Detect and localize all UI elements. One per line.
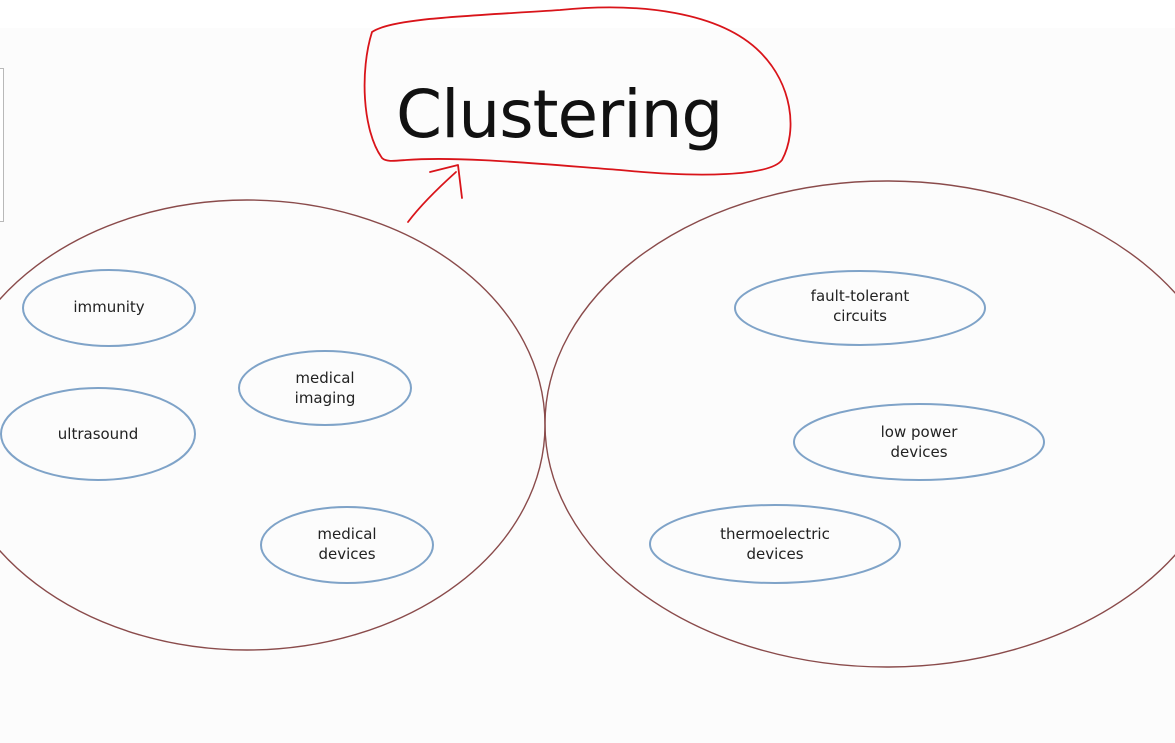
node-label-low-power-devices: low power devices bbox=[881, 422, 958, 462]
node-label-line2: imaging bbox=[294, 389, 356, 407]
title-annotation-loop bbox=[363, 6, 792, 176]
node-label-line1: ultrasound bbox=[57, 425, 139, 443]
node-label-ultrasound: ultrasound bbox=[58, 424, 138, 444]
node-label-medical-devices: medical devices bbox=[317, 524, 376, 564]
node-label-thermoelectric-devices: thermoelectric devices bbox=[720, 524, 830, 564]
node-label-line2: devices bbox=[746, 545, 804, 563]
node-label-line1: thermoelectric bbox=[720, 525, 830, 543]
node-label-line1: fault-tolerant bbox=[810, 287, 910, 305]
node-medical-devices bbox=[260, 506, 434, 584]
node-medical-imaging bbox=[238, 350, 412, 426]
side-panel bbox=[0, 68, 4, 222]
node-label-line2: devices bbox=[318, 545, 376, 563]
node-low-power-devices bbox=[793, 403, 1045, 481]
node-ultrasound bbox=[0, 387, 196, 481]
node-label-line1: low power bbox=[880, 423, 958, 441]
node-label-line1: medical bbox=[295, 369, 355, 387]
title-annotation-arrow bbox=[407, 164, 463, 223]
node-label-line1: medical bbox=[317, 525, 377, 543]
node-label-medical-imaging: medical imaging bbox=[295, 368, 356, 408]
node-fault-tolerant-circuits bbox=[734, 270, 986, 346]
node-label-immunity: immunity bbox=[73, 297, 144, 317]
diagram-title: Clustering bbox=[396, 76, 723, 153]
node-thermoelectric-devices bbox=[649, 504, 901, 584]
node-label-line2: circuits bbox=[833, 307, 887, 325]
top-band bbox=[0, 0, 1175, 28]
node-label-line1: immunity bbox=[73, 298, 145, 316]
node-label-line2: devices bbox=[890, 443, 948, 461]
cluster-right bbox=[544, 180, 1175, 668]
node-immunity bbox=[22, 269, 196, 347]
node-label-fault-tolerant-circuits: fault-tolerant circuits bbox=[811, 286, 910, 326]
